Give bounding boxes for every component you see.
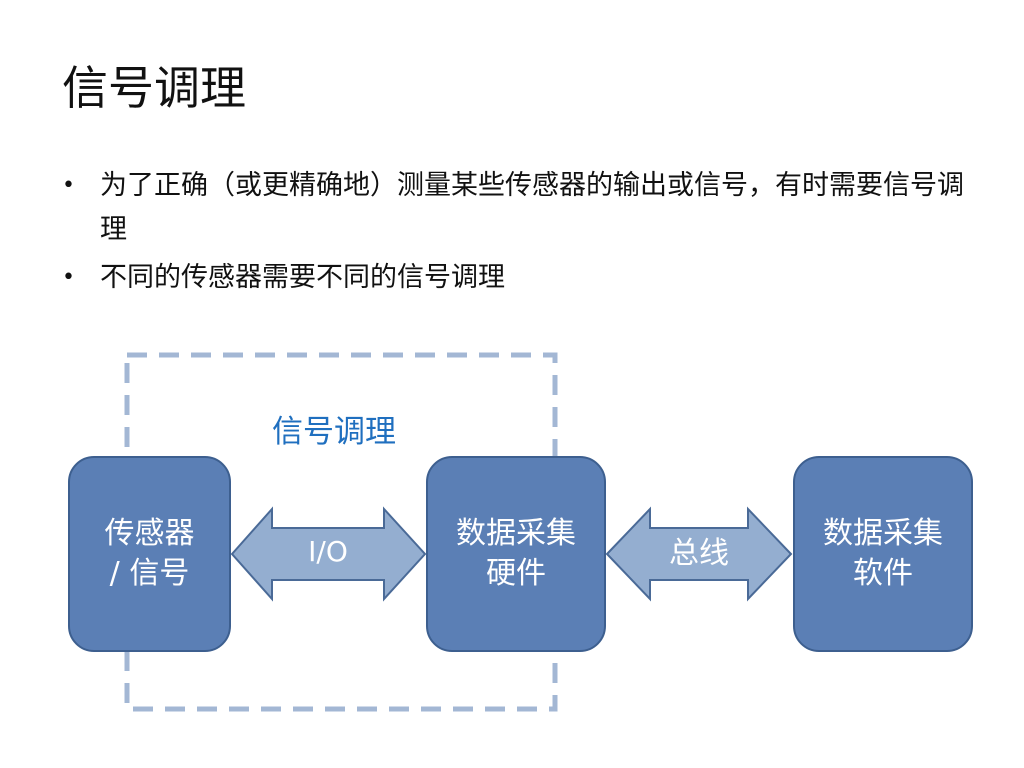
bullet-text: 为了正确（或更精确地）测量某些传感器的输出或信号，有时需要信号调理 (100, 170, 964, 245)
box-label-line2: 软件 (853, 556, 913, 591)
box-label-line1: 数据采集 (456, 516, 576, 551)
bullet-text: 不同的传感器需要不同的信号调理 (100, 262, 505, 293)
daq-hardware-box: 数据采集 硬件 (426, 456, 606, 652)
bullet-dot-icon: • (62, 265, 75, 290)
bullet-item: • 为了正确（或更精确地）测量某些传感器的输出或信号，有时需要信号调理 (62, 164, 982, 252)
box-label-line1: 数据采集 (823, 516, 943, 551)
sensor-signal-box: 传感器 / 信号 (68, 456, 231, 652)
box-label-line2: / 信号 (109, 556, 190, 591)
io-label: I/O (308, 535, 348, 568)
daq-software-box: 数据采集 软件 (793, 456, 973, 652)
bullet-list: • 为了正确（或更精确地）测量某些传感器的输出或信号，有时需要信号调理 • 不同… (62, 164, 982, 304)
signal-conditioning-label: 信号调理 (272, 414, 396, 450)
box-label-line1: 传感器 (104, 516, 195, 551)
bus-double-arrow (605, 506, 793, 602)
box-label-line2: 硬件 (486, 556, 546, 591)
bus-label: 总线 (669, 536, 729, 571)
bullet-item: • 不同的传感器需要不同的信号调理 (62, 256, 982, 300)
bullet-dot-icon: • (62, 173, 75, 198)
slide-title: 信号调理 (62, 61, 246, 115)
io-double-arrow (230, 506, 427, 602)
